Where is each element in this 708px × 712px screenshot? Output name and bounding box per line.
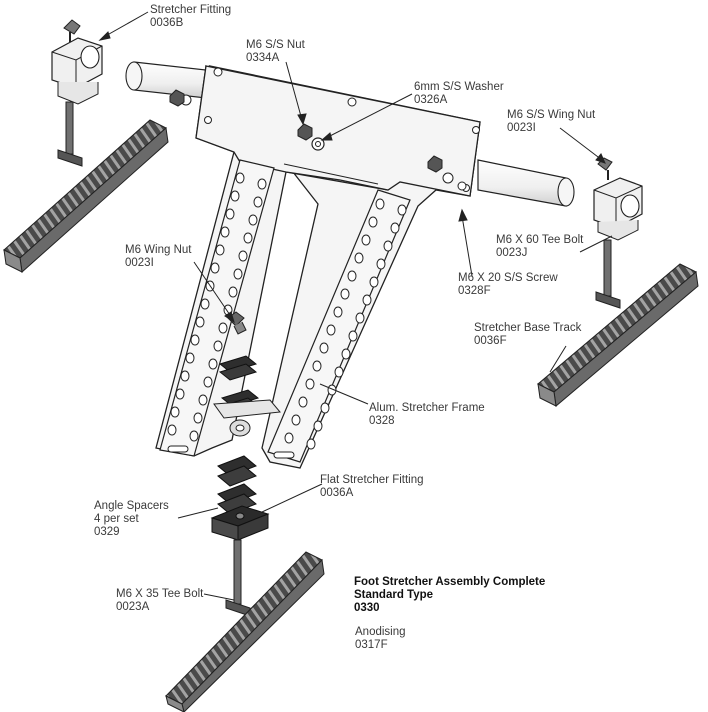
base-track-lower: [165, 551, 325, 712]
label-6mm-washer-name: 6mm S/S Washer: [414, 81, 504, 93]
label-alum-stretcher-frame-code: 0328: [369, 415, 395, 427]
label-flat-stretcher-fitting-name: Flat Stretcher Fitting: [320, 474, 424, 486]
label-stretcher-base-track: Stretcher Base Track 0036F: [474, 322, 581, 348]
assembly-title-line2: Standard Type: [354, 589, 434, 601]
plate-hardware: [169, 67, 480, 192]
label-anodising-name: Anodising: [355, 626, 406, 638]
right-tube: [477, 159, 575, 207]
label-m6-x20-ss-screw: M6 X 20 S/S Screw 0328F: [458, 272, 558, 298]
assembly-title-line1: Foot Stretcher Assembly Complete: [354, 576, 546, 588]
label-6mm-washer-code: 0326A: [414, 94, 448, 106]
label-angle-spacers-code: 0329: [94, 526, 120, 538]
label-m6-x60-tee-bolt: M6 X 60 Tee Bolt 0023J: [496, 234, 583, 260]
label-m6-ss-nut-code: 0334A: [246, 52, 280, 64]
base-track-right: [537, 263, 699, 407]
leader-lines: [98, 11, 613, 601]
label-angle-spacers: Angle Spacers 4 per set 0329: [94, 500, 169, 539]
label-alum-stretcher-frame-name: Alum. Stretcher Frame: [369, 402, 485, 414]
frame-holes-left: [167, 172, 267, 453]
tee-bolt-left: [57, 101, 83, 167]
label-m6-x20-ss-screw-name: M6 X 20 S/S Screw: [458, 272, 558, 284]
label-m6-ss-wing-nut: M6 S/S Wing Nut 0023I: [507, 109, 595, 135]
label-m6-x35-tee-bolt: M6 X 35 Tee Bolt 0023A: [116, 588, 203, 614]
label-m6-wing-nut-code: 0023I: [125, 257, 154, 269]
label-alum-stretcher-frame: Alum. Stretcher Frame 0328: [369, 402, 485, 428]
base-track-left: [3, 119, 169, 273]
frame-holes-right: [273, 198, 407, 459]
tee-bolt-right: [595, 239, 621, 309]
label-6mm-washer: 6mm S/S Washer 0326A: [414, 81, 504, 107]
assembly-title: Foot Stretcher Assembly Complete Standar…: [354, 576, 545, 615]
label-m6-x35-tee-bolt-code: 0023A: [116, 601, 150, 613]
label-m6-ss-nut-name: M6 S/S Nut: [246, 39, 305, 51]
label-m6-x35-tee-bolt-name: M6 X 35 Tee Bolt: [116, 588, 204, 600]
label-anodising: Anodising 0317F: [355, 626, 406, 652]
label-m6-x60-tee-bolt-code: 0023J: [496, 247, 528, 259]
label-stretcher-fitting: Stretcher Fitting 0036B: [150, 4, 231, 30]
label-angle-spacers-name: Angle Spacers: [94, 500, 169, 512]
label-m6-wing-nut-name: M6 Wing Nut: [125, 244, 192, 256]
label-flat-stretcher-fitting-code: 0036A: [320, 487, 354, 499]
label-m6-ss-nut: M6 S/S Nut 0334A: [246, 39, 305, 65]
label-stretcher-base-track-code: 0036F: [474, 335, 507, 347]
tee-bolt-lower: [225, 539, 251, 617]
assembly-title-code: 0330: [354, 602, 380, 614]
label-flat-stretcher-fitting: Flat Stretcher Fitting 0036A: [320, 474, 424, 500]
flat-fitting-lower: [210, 505, 270, 541]
stretcher-fitting-left: [51, 19, 103, 105]
label-stretcher-base-track-name: Stretcher Base Track: [474, 322, 582, 334]
stretcher-fitting-right: [593, 157, 643, 241]
label-m6-ss-wing-nut-name: M6 S/S Wing Nut: [507, 109, 596, 121]
label-stretcher-fitting-name: Stretcher Fitting: [150, 4, 232, 16]
label-stretcher-fitting-code: 0036B: [150, 17, 184, 29]
label-m6-x20-ss-screw-code: 0328F: [458, 285, 491, 297]
label-m6-wing-nut: M6 Wing Nut 0023I: [125, 244, 191, 270]
label-m6-ss-wing-nut-code: 0023I: [507, 122, 536, 134]
label-angle-spacers-note: 4 per set: [94, 513, 139, 525]
label-m6-x60-tee-bolt-name: M6 X 60 Tee Bolt: [496, 234, 584, 246]
angle-spacers-lower: [217, 455, 257, 515]
left-tube: [125, 61, 207, 99]
label-anodising-code: 0317F: [355, 639, 388, 651]
frame-spacers: [213, 355, 281, 437]
